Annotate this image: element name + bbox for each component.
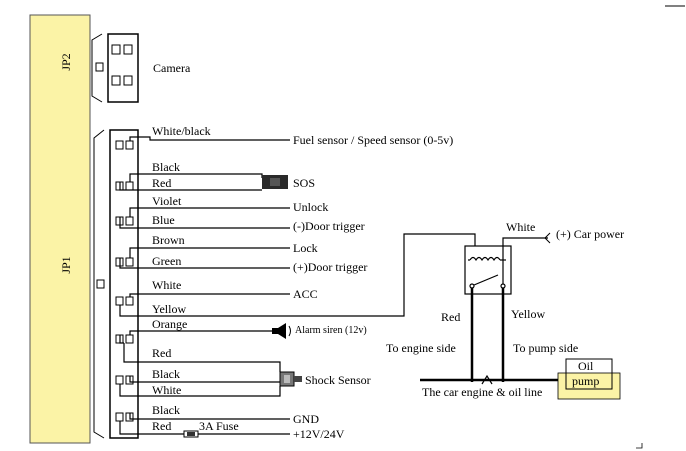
label-orange: Orange <box>152 317 187 331</box>
label-unlock: Unlock <box>293 200 328 214</box>
jp1-connector <box>109 129 139 439</box>
label-yellow-1: Yellow <box>152 302 186 316</box>
sos-button-icon <box>262 175 288 189</box>
label-blue: Blue <box>152 213 175 227</box>
device-panel <box>29 14 91 444</box>
label-violet: Violet <box>152 194 182 208</box>
label-alarm-siren: Alarm siren (12v) <box>295 325 367 336</box>
jp2-slot <box>95 62 104 72</box>
wire-black-1 <box>129 173 263 182</box>
shock-sensor-icon <box>279 371 302 387</box>
wire-red-1 <box>119 182 262 191</box>
jp2-label: JP2 <box>59 53 73 70</box>
wire-black-3 <box>129 413 290 420</box>
siren-icon <box>272 323 291 339</box>
wire-orange <box>129 330 272 335</box>
camera-label: Camera <box>153 61 191 75</box>
label-white-black: White/black <box>152 124 211 138</box>
jp2-bracket <box>91 33 103 103</box>
label-brown: Brown <box>152 233 185 247</box>
label-lock: Lock <box>293 241 318 255</box>
wire-violet <box>129 207 290 217</box>
label-acc: ACC <box>293 287 318 301</box>
label-gnd: GND <box>293 412 319 426</box>
label-black-2: Black <box>152 367 180 381</box>
wire-white-2 <box>119 384 281 397</box>
label-engine-line: The car engine & oil line <box>422 385 542 399</box>
jp2-connector <box>107 33 139 103</box>
fuse-icon <box>183 430 199 438</box>
car-power-arrow-icon <box>544 232 551 244</box>
wire-yellow-relay <box>119 233 476 317</box>
label-relay-white: White <box>506 220 535 234</box>
wire-green <box>119 258 290 269</box>
wire-red-3 <box>119 421 290 435</box>
label-relay-red: Red <box>441 310 460 324</box>
wire-orange-loop <box>119 335 124 344</box>
label-black-1: Black <box>152 160 180 174</box>
label-fuse: 3A Fuse <box>199 419 239 433</box>
label-green: Green <box>152 254 181 268</box>
wire-blue <box>119 217 290 229</box>
line-cut-icon <box>481 374 493 385</box>
label-black-3: Black <box>152 403 180 417</box>
wire-brown <box>129 247 290 258</box>
label-pump: pump <box>572 374 599 388</box>
label-red-3: Red <box>152 419 171 433</box>
wire-red-2 <box>123 343 281 372</box>
wire-black-2 <box>129 376 280 383</box>
wire-white-black <box>129 136 290 141</box>
label-white-1: White <box>152 278 181 292</box>
label-car-power: (+) Car power <box>556 227 624 241</box>
label-fuel-sensor: Fuel sensor / Speed sensor (0-5v) <box>293 133 453 147</box>
label-to-engine: To engine side <box>386 341 456 355</box>
label-neg-door: (-)Door trigger <box>293 219 365 233</box>
return-mark-icon <box>636 443 643 449</box>
jp1-bracket <box>93 129 105 439</box>
label-white-2: White <box>152 383 181 397</box>
label-pos-door: (+)Door trigger <box>293 260 367 274</box>
relay <box>420 237 566 382</box>
label-red-1: Red <box>152 176 171 190</box>
label-power: +12V/24V <box>293 427 345 441</box>
label-shock-sensor: Shock Sensor <box>305 373 371 387</box>
jp1-slot <box>96 279 105 289</box>
label-oil: Oil <box>578 359 594 373</box>
jp1-label: JP1 <box>59 256 73 273</box>
oil-pump-fill <box>557 372 621 400</box>
label-to-pump: To pump side <box>513 341 578 355</box>
label-relay-yellow: Yellow <box>511 307 545 321</box>
wire-white-acc <box>129 293 290 297</box>
label-red-2: Red <box>152 346 171 360</box>
label-sos: SOS <box>293 176 315 190</box>
